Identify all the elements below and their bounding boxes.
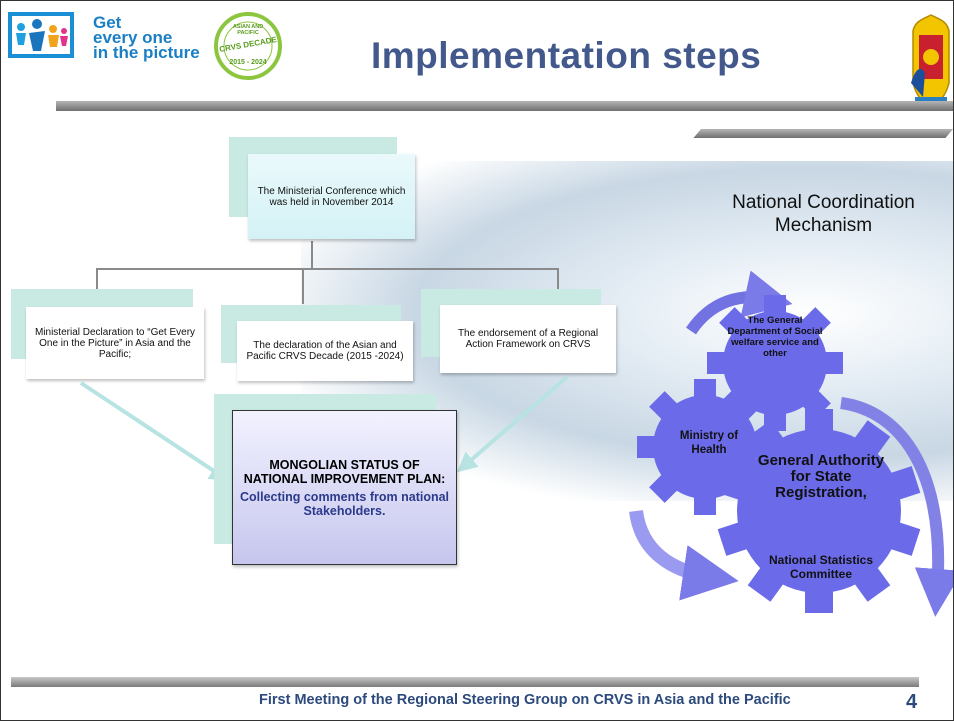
arrow-top-icon [686,271,793,335]
connector-top [311,241,313,269]
badge-top: ASIAN AND PACIFIC [232,24,264,36]
connector-right [557,268,559,290]
center-box-subtext: Collecting comments from national Stakeh… [239,489,450,518]
header-divider [56,101,953,111]
center-box-heading: MONGOLIAN STATUS OF NATIONAL IMPROVEMENT… [243,457,446,486]
logo-text: Get every one in the picture [93,13,200,62]
ncm-title: National Coordination Mechanism [732,192,915,236]
gear-gasr-icon [717,409,921,613]
child-box-1: Ministerial Declaration to “Get Every On… [26,307,204,379]
footer-text: First Meeting of the Regional Steering G… [259,692,791,708]
logo-line3: in the picture [93,43,200,62]
page-number: 4 [906,691,918,713]
child-box-2: The declaration of the Asian and Pacific… [237,321,413,381]
logo-line1: Get [93,13,122,32]
page-title: Implementation steps [371,35,762,76]
center-box: MONGOLIAN STATUS OF NATIONAL IMPROVEMENT… [232,410,457,565]
connector-left [96,268,98,290]
top-box: The Ministerial Conference which was hel… [248,154,415,239]
gear-social-icon [707,295,843,431]
gear-diagram [629,271,953,617]
arrow-right [456,375,569,473]
child-box-3: The endorsement of a Regional Action Fra… [440,305,616,373]
arrow-right-icon [840,397,953,617]
child-box-3-text: The endorsement of a Regional Action Fra… [457,328,599,350]
arrow-left [79,381,230,482]
get-every-one-logo-icon [8,12,74,58]
arrow-bottom-left-icon [629,509,739,601]
connector-middle [302,268,304,304]
gear-gasr-label: General Authority for State Registration… [757,452,885,501]
crvs-decade-badge: ASIAN AND PACIFIC CRVS DECADE 2015 - 202… [213,11,283,81]
gear-nsc-label: National Statistics Committee [768,553,874,581]
gear-social-label: The General Department of Social welfare… [727,315,823,359]
connector-horizontal [96,268,558,270]
child-box-1-text: Ministerial Declaration to “Get Every On… [34,326,196,360]
top-box-text: The Ministerial Conference which was hel… [257,185,406,208]
footer-divider [11,677,919,687]
child-box-2-text: The declaration of the Asian and Pacific… [246,340,404,362]
logo-line2: every one [93,28,173,47]
badge-bottom: 2015 - 2024 [229,59,267,66]
gear-health-label: Ministry of Health [679,430,739,456]
crvs-badge-icon [214,12,282,80]
